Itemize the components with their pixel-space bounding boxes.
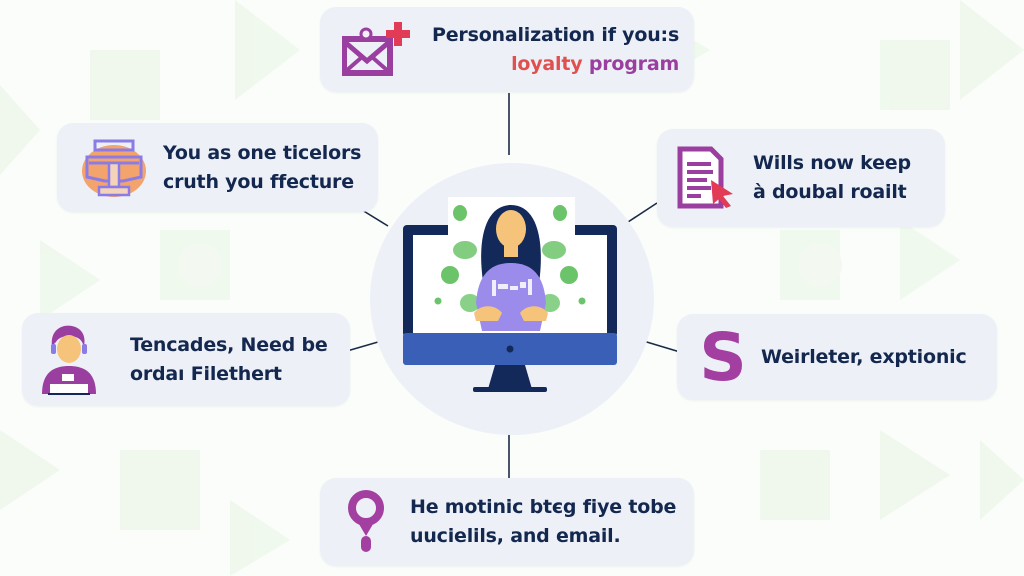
callout-card-right-top: Wills now keep à doubal roailt	[657, 129, 945, 227]
program-word: program	[582, 52, 680, 75]
card-right-top-line1: Wills now keep	[753, 152, 911, 174]
card-left-top-line1: You as one ticelors	[163, 141, 362, 164]
card-bottom-line1: He motinic btєg fiye tobe	[410, 496, 677, 518]
letter-s-icon: S	[697, 328, 749, 386]
card-right-mid-line1: Weirleter, exptionic	[761, 345, 967, 368]
callout-card-bottom: He motinic btєg fiye tobe uucielils, and…	[320, 478, 694, 566]
support-agent-icon	[38, 324, 100, 396]
callout-card-top: Personalization if you:s loyalty program	[320, 7, 694, 92]
callout-card-left-mid: Tencades, Need be ordaı Filethert	[22, 313, 350, 406]
robot-badge-icon	[81, 135, 147, 201]
central-hub	[370, 163, 654, 435]
envelope-plus-icon	[342, 21, 414, 79]
location-pin-icon	[346, 490, 386, 554]
card-top-line1: Personalization if you:s	[432, 23, 680, 46]
card-bottom-line2: uucielils, and email.	[410, 525, 621, 547]
callout-card-right-mid: S Weirleter, exptionic	[677, 314, 997, 400]
connector-left-top	[361, 209, 389, 227]
monitor-with-person-icon	[403, 197, 617, 392]
connector-left-mid	[346, 341, 379, 352]
card-left-top-line2: cruth you ffecture	[163, 170, 354, 193]
connector-right-top	[627, 202, 658, 223]
card-left-mid-line2: ordaı Filethert	[130, 362, 282, 385]
letter-s-glyph: S	[699, 328, 747, 386]
card-top-line2: loyalty program	[432, 50, 679, 79]
loyalty-word: loyalty	[511, 52, 583, 75]
callout-card-left-top: You as one ticelors cruth you ffecture	[57, 123, 378, 212]
card-right-top-line2: à doubal roailt	[753, 181, 907, 203]
card-left-mid-line1: Tencades, Need be	[130, 333, 328, 356]
document-cursor-icon	[677, 146, 739, 210]
